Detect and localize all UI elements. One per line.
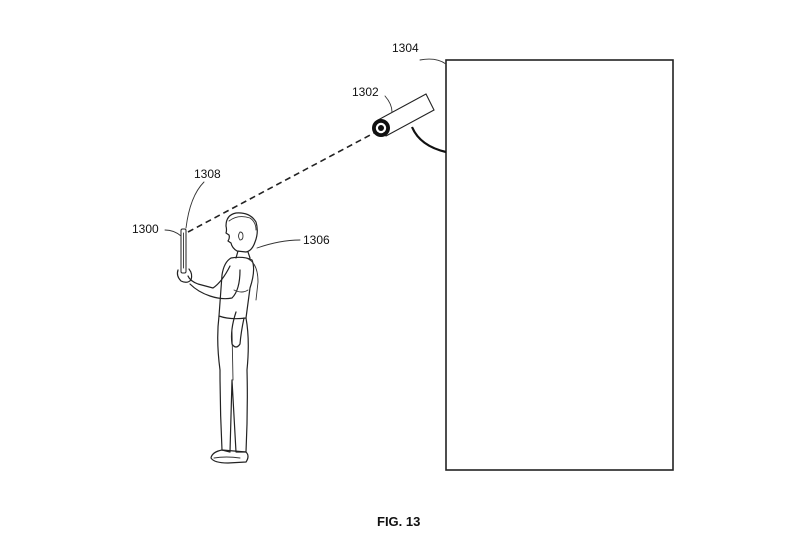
- label-1302: 1302: [352, 85, 379, 99]
- person-arm-lower: [189, 269, 241, 300]
- person-hair: [228, 216, 257, 231]
- person-leader-line: [256, 239, 301, 249]
- label-1304: 1304: [392, 41, 419, 55]
- label-1306: 1306: [303, 233, 330, 247]
- person-sleeve: [233, 289, 249, 293]
- person-legs: [217, 315, 249, 453]
- line-of-sight: [187, 132, 375, 233]
- wall-leader-line: [419, 58, 447, 65]
- person-leg-inner: [231, 329, 234, 381]
- person-head: [225, 212, 258, 253]
- camera-assembly: [372, 93, 447, 154]
- person-ear: [238, 231, 244, 241]
- person-backpack-strap: [245, 257, 259, 301]
- person-hand: [176, 268, 193, 283]
- person-arm-upper: [187, 265, 231, 289]
- person-shoe-detail: [213, 456, 241, 459]
- label-1308: 1308: [194, 167, 221, 181]
- person-torso: [218, 256, 255, 320]
- device-leader-line: [164, 229, 182, 237]
- person-side-hand: [230, 311, 245, 348]
- figure-caption: FIG. 13: [377, 514, 420, 529]
- camera-leader-line: [384, 95, 393, 113]
- person-feet: [210, 449, 249, 464]
- sensor-leader-line: [185, 181, 205, 229]
- wall-panel: [445, 59, 674, 471]
- camera-bracket: [410, 126, 447, 154]
- person-figure: [176, 212, 259, 464]
- camera-lens-inner: [378, 125, 384, 131]
- handheld-device: [180, 228, 187, 274]
- label-1300: 1300: [132, 222, 159, 236]
